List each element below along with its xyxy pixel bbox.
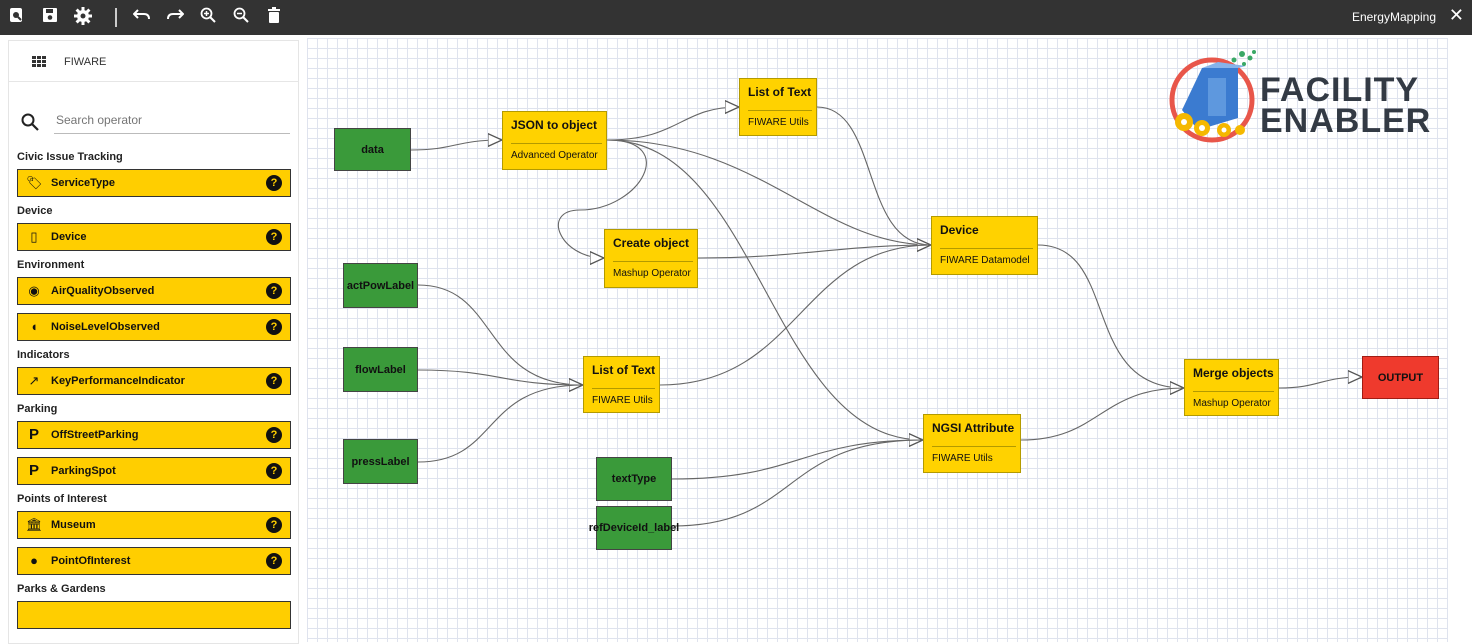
settings-icon[interactable] bbox=[73, 7, 93, 27]
zoom-out-icon[interactable] bbox=[231, 7, 251, 27]
zoom-in-icon[interactable] bbox=[198, 7, 218, 27]
help-icon[interactable]: ? bbox=[266, 463, 282, 479]
logo-graphic-icon bbox=[1169, 50, 1256, 143]
museum-icon: 🏛 bbox=[26, 517, 43, 532]
operator-label: Device bbox=[51, 231, 87, 243]
category-label: Points of Interest bbox=[17, 493, 107, 505]
toolbar-separator bbox=[115, 8, 117, 27]
help-icon[interactable]: ? bbox=[266, 427, 282, 443]
node-list-of-text-mid[interactable]: List of Text FIWARE Utils bbox=[583, 356, 660, 413]
node-actpowlabel[interactable]: actPowLabel bbox=[343, 263, 418, 308]
operator-item-device[interactable]: ▯ Device? bbox=[17, 223, 291, 251]
help-icon[interactable]: ? bbox=[266, 517, 282, 533]
device-icon: ▯ bbox=[30, 229, 38, 244]
category-label: Parks & Gardens bbox=[17, 583, 106, 595]
category-label: Environment bbox=[17, 259, 85, 271]
help-icon[interactable]: ? bbox=[266, 373, 282, 389]
help-icon[interactable]: ? bbox=[266, 283, 282, 299]
category-label: Parking bbox=[17, 403, 58, 415]
operator-sidebar: FIWARE Civic Issue Tracking 🏷 ServiceType?… bbox=[8, 40, 299, 644]
node-device[interactable]: Device FIWARE Datamodel bbox=[931, 216, 1038, 275]
help-icon[interactable]: ? bbox=[266, 175, 282, 191]
operator-label: ParkingSpot bbox=[51, 465, 116, 477]
operator-label: PointOfInterest bbox=[51, 555, 131, 567]
compass-icon: ◉ bbox=[28, 283, 40, 298]
operator-item-servicetype[interactable]: 🏷 ServiceType? bbox=[17, 169, 291, 197]
node-output[interactable]: OUTPUT bbox=[1362, 356, 1439, 399]
logo-line2: ENABLER bbox=[1260, 102, 1432, 140]
ear-icon: ◖ bbox=[30, 319, 38, 334]
node-create-object[interactable]: Create object Mashup Operator bbox=[604, 229, 698, 288]
operator-item-museum[interactable]: 🏛 Museum? bbox=[17, 511, 291, 539]
operator-item-airqualityobserved[interactable]: ◉ AirQualityObserved? bbox=[17, 277, 291, 305]
node-presslabel[interactable]: pressLabel bbox=[343, 439, 418, 484]
category-label: Device bbox=[17, 205, 53, 217]
logo-line1: FACILITY bbox=[1260, 71, 1420, 109]
node-texttype[interactable]: textType bbox=[596, 457, 672, 501]
facility-enabler-logo: FACILITY ENABLER bbox=[1168, 48, 1438, 148]
category-label: Civic Issue Tracking bbox=[17, 151, 123, 163]
operator-search bbox=[9, 99, 298, 139]
help-icon[interactable]: ? bbox=[266, 229, 282, 245]
operator-item-noiselevelobserved[interactable]: ◖ NoiseLevelObserved? bbox=[17, 313, 291, 341]
parking-icon: P bbox=[28, 426, 39, 443]
search-input[interactable] bbox=[54, 107, 290, 134]
map-marker-icon: ● bbox=[30, 553, 38, 568]
view-icon[interactable] bbox=[6, 7, 26, 27]
project-name: EnergyMapping bbox=[1351, 10, 1436, 24]
node-merge-objects[interactable]: Merge objects Mashup Operator bbox=[1184, 359, 1279, 416]
grid-icon bbox=[32, 56, 46, 67]
node-ngsi-attribute[interactable]: NGSI Attribute FIWARE Utils bbox=[923, 414, 1021, 473]
operator-label: NoiseLevelObserved bbox=[51, 321, 160, 333]
operator-item-parkingspot[interactable]: P ParkingSpot? bbox=[17, 457, 291, 485]
close-icon[interactable]: ✕ bbox=[1448, 5, 1464, 25]
node-data[interactable]: data bbox=[334, 128, 411, 171]
redo-icon[interactable] bbox=[165, 7, 185, 27]
operator-item-pointofinterest[interactable]: ● PointOfInterest? bbox=[17, 547, 291, 575]
operator-item-offstreetparking[interactable]: P OffStreetParking? bbox=[17, 421, 291, 449]
undo-icon[interactable] bbox=[132, 7, 152, 27]
help-icon[interactable]: ? bbox=[266, 553, 282, 569]
sidebar-header[interactable]: FIWARE bbox=[9, 41, 298, 82]
node-flowlabel[interactable]: flowLabel bbox=[343, 347, 418, 392]
top-toolbar: EnergyMapping ✕ bbox=[0, 0, 1472, 35]
node-refdeviceid-label[interactable]: refDeviceId_label bbox=[589, 506, 679, 550]
help-icon[interactable]: ? bbox=[266, 319, 282, 335]
sidebar-title: FIWARE bbox=[64, 56, 107, 68]
node-json-to-object[interactable]: JSON to object Advanced Operator bbox=[502, 111, 607, 170]
operator-label: OffStreetParking bbox=[51, 429, 139, 441]
save-icon[interactable] bbox=[40, 7, 60, 27]
search-icon bbox=[21, 113, 39, 131]
operator-item-partial[interactable] bbox=[17, 601, 291, 629]
node-list-of-text-top[interactable]: List of Text FIWARE Utils bbox=[739, 78, 817, 136]
delete-icon[interactable] bbox=[264, 7, 284, 27]
category-label: Indicators bbox=[17, 349, 70, 361]
operator-item-keyperformanceindicator[interactable]: ↗ KeyPerformanceIndicator? bbox=[17, 367, 291, 395]
tag-icon: 🏷 bbox=[26, 175, 43, 190]
operator-label: AirQualityObserved bbox=[51, 285, 155, 297]
trend-icon: ↗ bbox=[28, 373, 40, 388]
parking-icon: P bbox=[28, 462, 39, 479]
operator-label: ServiceType bbox=[51, 177, 116, 189]
operator-label: Museum bbox=[51, 519, 96, 531]
operator-label: KeyPerformanceIndicator bbox=[51, 375, 185, 387]
